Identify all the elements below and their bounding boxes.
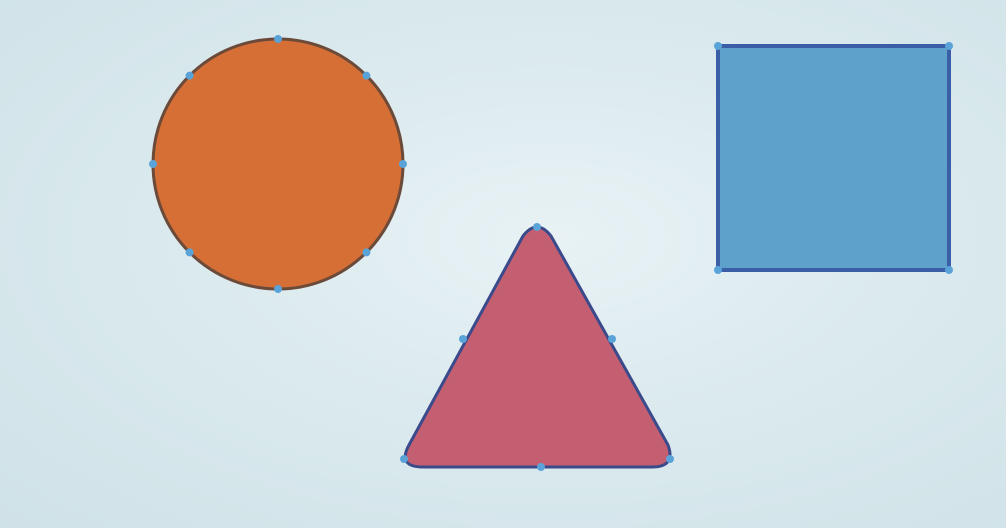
square-handle-2[interactable] [945,42,953,50]
triangle-handle-1[interactable] [533,223,541,231]
circle-shape-group[interactable] [149,35,407,293]
triangle-handle-3[interactable] [666,455,674,463]
triangle-shape[interactable] [403,225,672,469]
circle-handle-1[interactable] [274,35,282,43]
square-handle-3[interactable] [945,266,953,274]
circle-selection-handles [149,35,407,293]
square-shape-group[interactable] [714,42,953,274]
triangle-selection-handles [400,223,674,471]
triangle-shape-group[interactable] [400,223,674,471]
square-handle-1[interactable] [714,42,722,50]
square-selection-handles [714,42,953,274]
square-shape[interactable] [716,44,951,272]
triangle-handle-5[interactable] [400,455,408,463]
circle-handle-3[interactable] [399,160,407,168]
triangle-handle-4[interactable] [537,463,545,471]
circle-handle-6[interactable] [185,248,194,257]
circle-handle-4[interactable] [362,248,371,257]
circle-handle-5[interactable] [274,285,282,293]
square-handle-4[interactable] [714,266,722,274]
triangle-handle-2[interactable] [608,335,616,343]
triangle-handle-6[interactable] [459,335,467,343]
circle-handle-7[interactable] [149,160,157,168]
circle-handle-2[interactable] [362,71,371,80]
circle-handle-8[interactable] [185,71,194,80]
